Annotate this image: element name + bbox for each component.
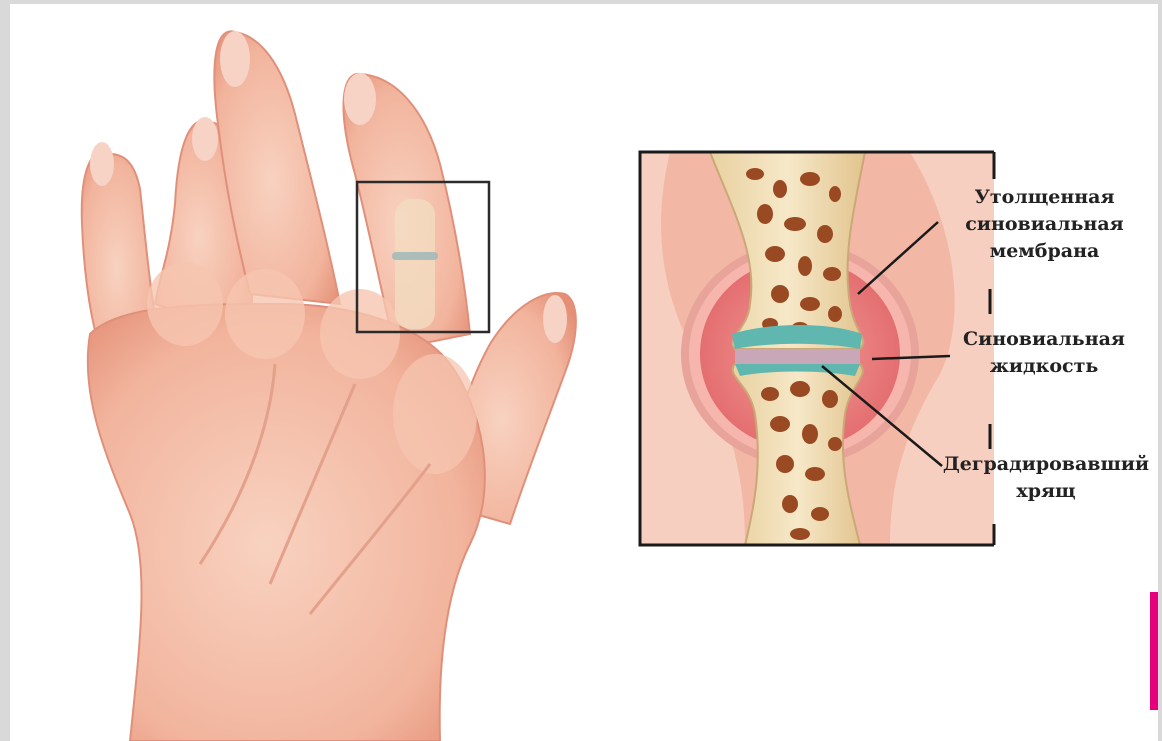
cartilage-label-line-1: Деградировавший: [940, 451, 1152, 478]
membrane-label-line-2: синовиальная: [952, 211, 1137, 238]
fluid-label-line-1: Синовиальная: [948, 326, 1140, 353]
hand: [82, 31, 576, 741]
cartilage-label-line-2: хрящ: [940, 478, 1152, 505]
cartilage-label: Деградировавший хрящ: [940, 451, 1152, 505]
membrane-label: Утолщенная синовиальная мембрана: [952, 184, 1137, 265]
accent-bar: [1150, 592, 1158, 710]
membrane-label-line-1: Утолщенная: [952, 184, 1137, 211]
membrane-label-line-3: мембрана: [952, 238, 1137, 265]
slide: Утолщенная синовиальная мембрана Синовиа…: [10, 4, 1158, 741]
fluid-label-line-2: жидкость: [948, 353, 1140, 380]
fluid-label: Синовиальная жидкость: [948, 326, 1140, 380]
